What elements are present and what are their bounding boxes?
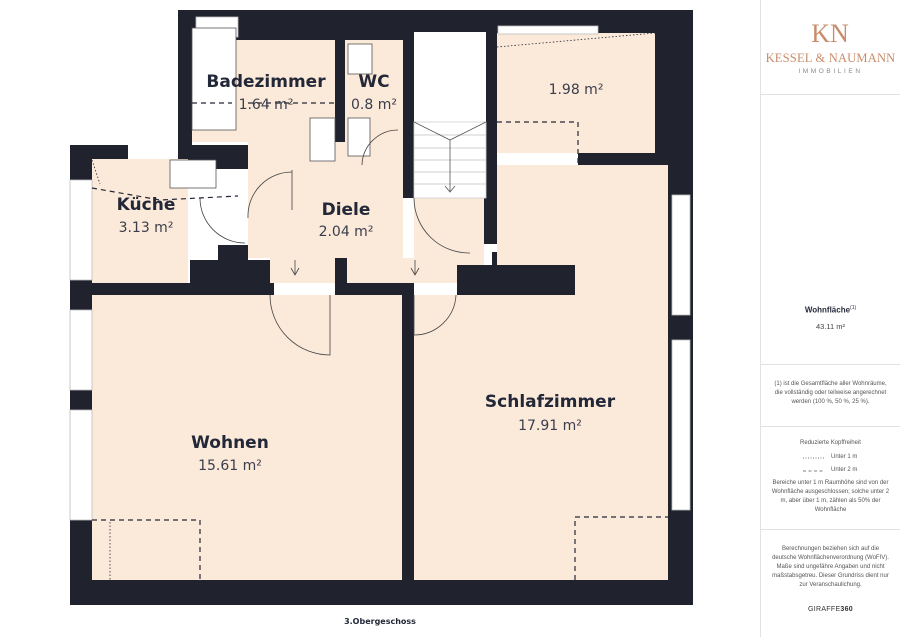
dashed-line-icon (803, 470, 825, 472)
area-title: Wohnfläche(1) (804, 305, 857, 315)
room-area: 0.8 m² (351, 97, 397, 113)
floor-plan: Badezimmer 1.64 m² WC 0.8 m² 1.98 m² Küche 3.1… (69, 10, 693, 605)
room-name: Küche (117, 195, 176, 215)
sidebar: KN KESSEL & NAUMANN IMMOBILIEN Wohnfläch… (760, 0, 900, 637)
svg-text:KN: KN (811, 19, 849, 48)
dotted-line-icon (803, 457, 825, 459)
room-area: 17.91 m² (518, 418, 582, 434)
legend-title: Reduzierte Kopffreiheit (800, 440, 861, 446)
logo-name: KESSEL & NAUMANN (765, 51, 896, 65)
room-area: 3.13 m² (119, 220, 174, 236)
room-name: Schlafzimmer (485, 392, 616, 412)
room-name: Badezimmer (206, 72, 326, 92)
headroom-lines (91, 102, 668, 580)
room-labels: Badezimmer 1.64 m² WC 0.8 m² 1.98 m² Küche 3.1… (117, 72, 616, 474)
legend-panel: Reduzierte Kopffreiheit Unter 1 m Unter … (761, 427, 900, 530)
room-area: 15.61 m² (198, 458, 262, 474)
calculation-panel: Berechnungen beziehen sich auf die deuts… (761, 530, 900, 637)
floor-label: 3.Obergeschoss (344, 617, 416, 626)
area-value: 43.11 m² (815, 322, 846, 331)
windows (69, 16, 691, 521)
headroom-lines-fine (91, 32, 656, 580)
room-area: 1.64 m² (239, 97, 294, 113)
room-area: 1.98 m² (549, 82, 604, 98)
staircase (413, 32, 487, 199)
legend-description: Bereiche unter 1 m Raumhöhe sind von der… (771, 480, 890, 513)
doors (199, 129, 471, 356)
room-name: Diele (322, 200, 371, 220)
room-area: 2.04 m² (319, 224, 374, 240)
area-panel: Wohnfläche(1) 43.11 m² (761, 95, 900, 365)
logo-icon: KN (811, 19, 849, 48)
calculation-note: Berechnungen beziehen sich auf die deuts… (772, 546, 889, 588)
room-name: WC (358, 72, 389, 92)
room-name: Wohnen (191, 433, 269, 453)
area-footnote: (1) ist die Gesamtfläche aller Wohnräume… (774, 381, 887, 405)
logo-panel: KN KESSEL & NAUMANN IMMOBILIEN (761, 0, 900, 95)
logo-subtitle: IMMOBILIEN (798, 68, 863, 75)
brand-logo: GIRAFFE360 (807, 606, 854, 613)
fixtures (169, 27, 373, 189)
note-panel: (1) ist die Gesamtfläche aller Wohnräume… (761, 365, 900, 427)
